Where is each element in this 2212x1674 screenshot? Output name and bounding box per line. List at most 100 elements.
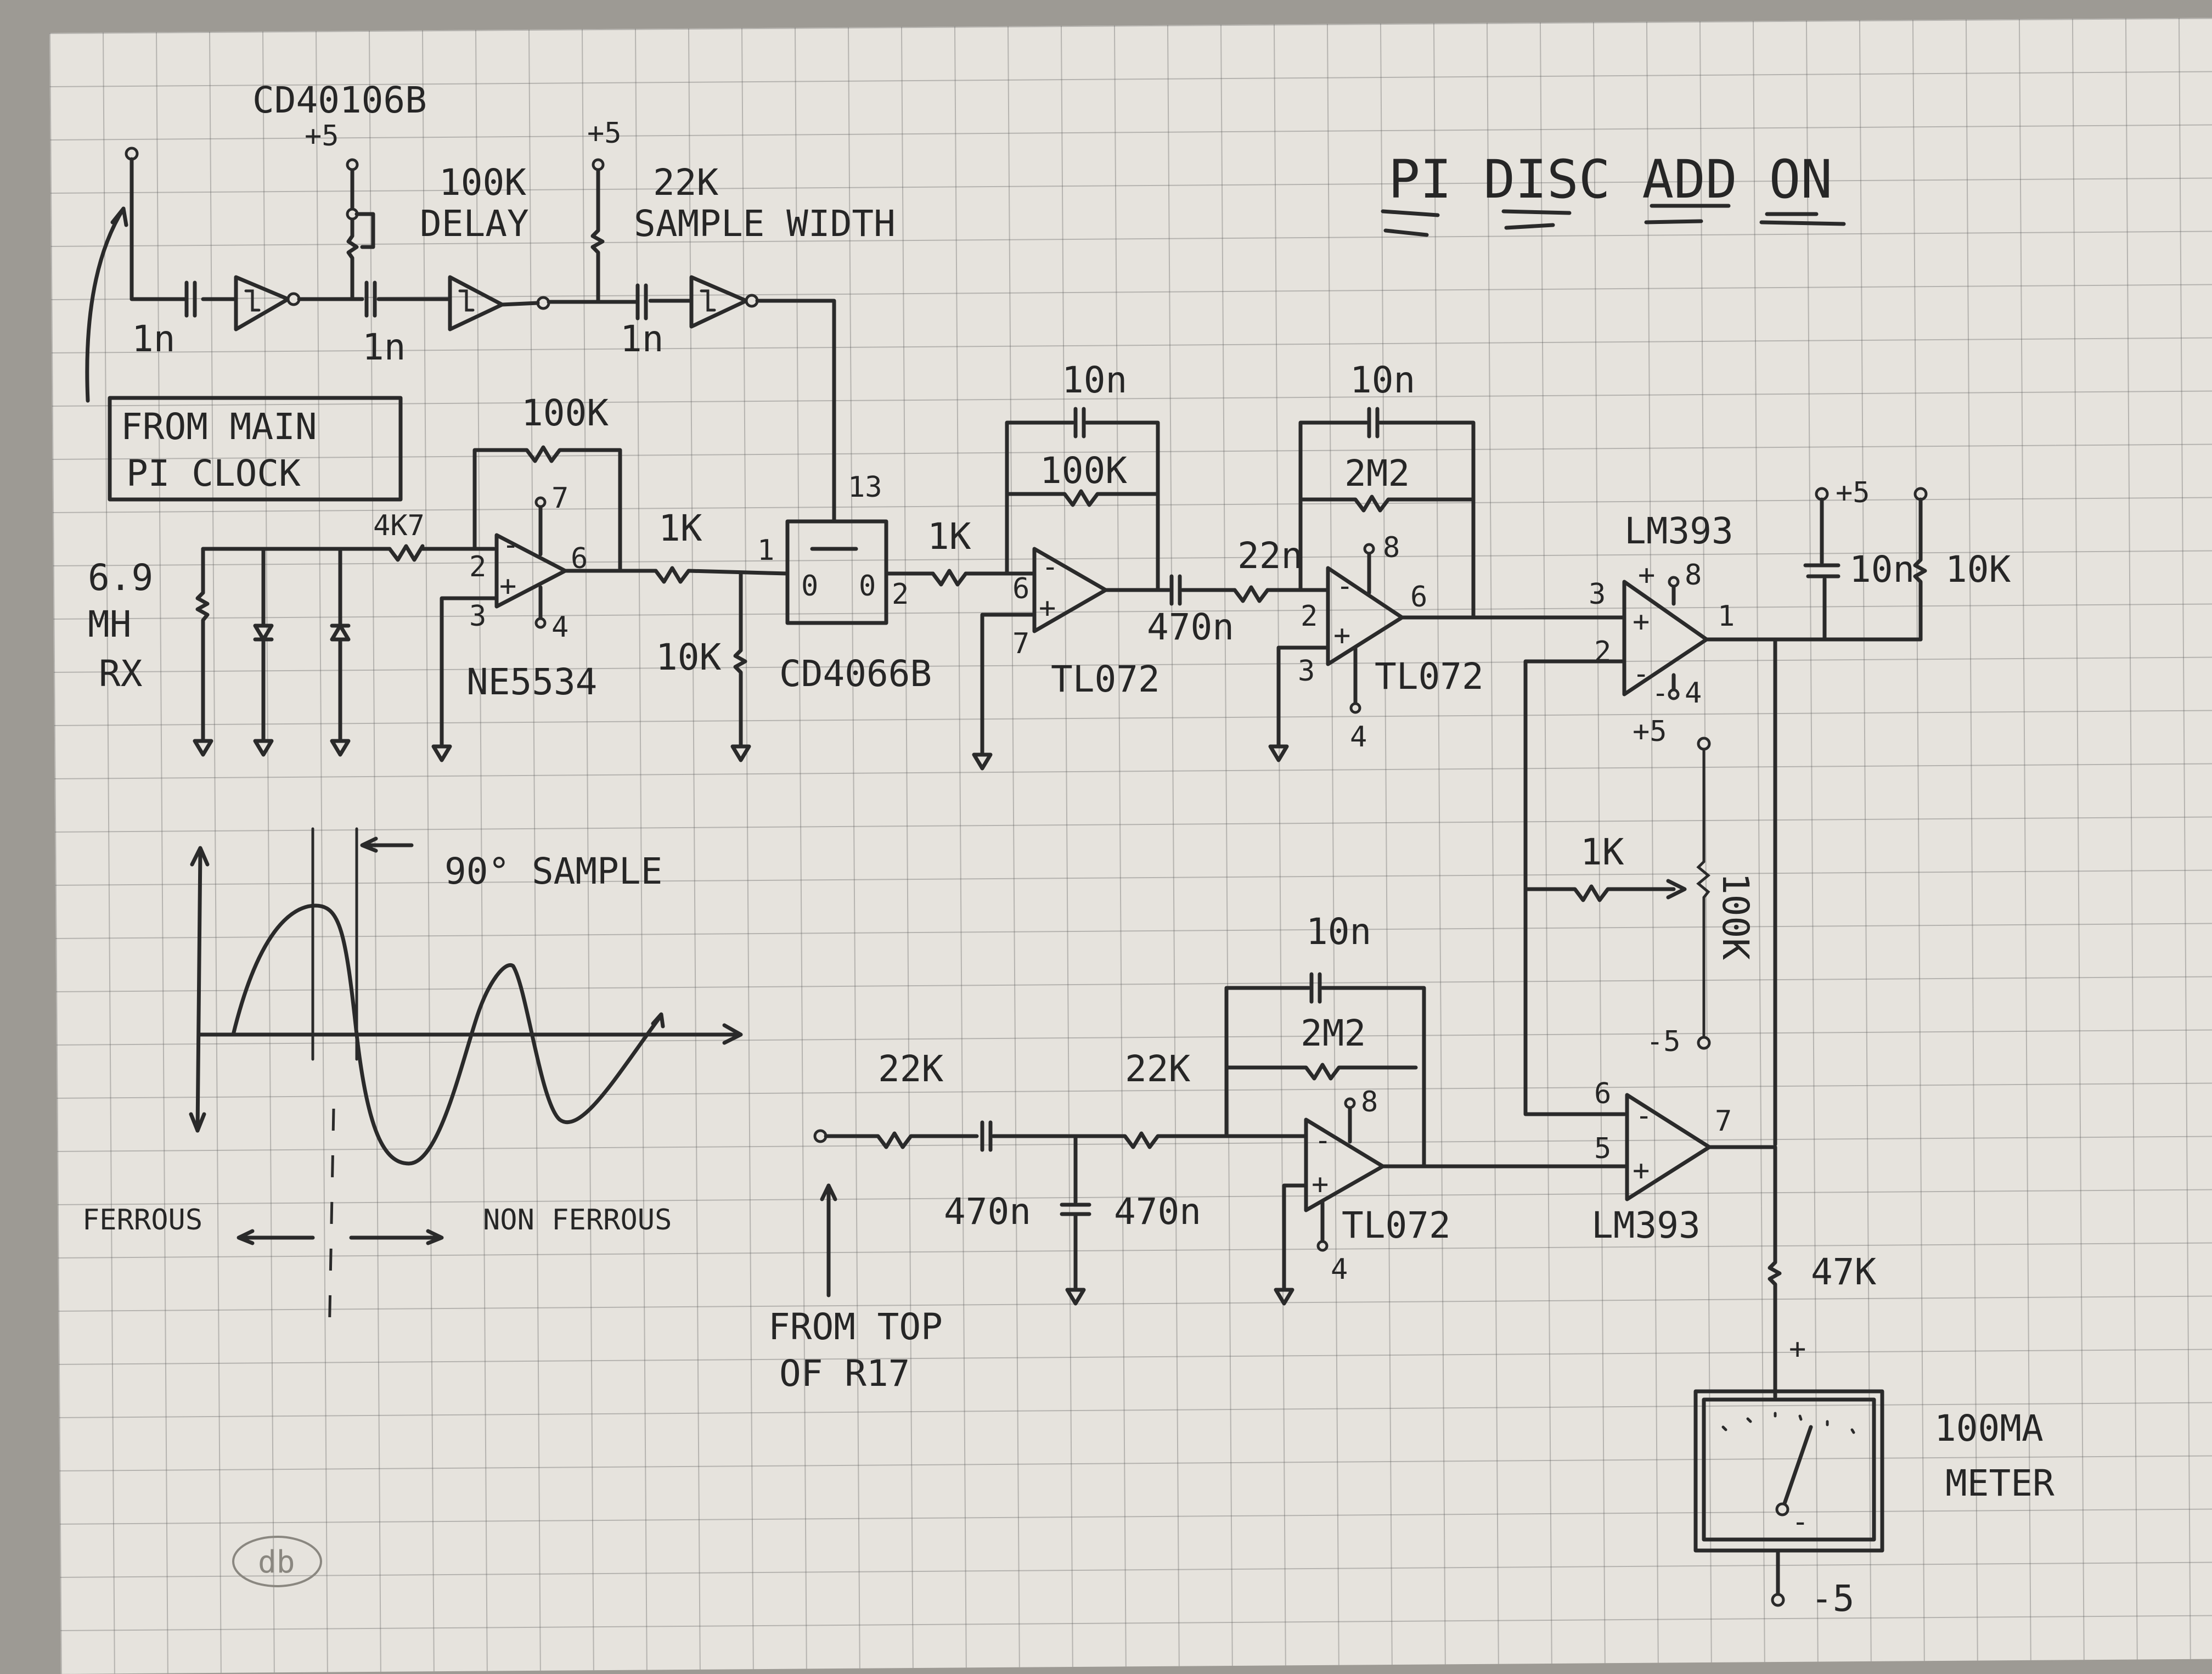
resistor-value-label: 10K <box>656 636 721 678</box>
pin-label: 6 <box>1012 572 1029 605</box>
pin-label: 2 <box>1301 600 1318 633</box>
coil-label: MH <box>88 603 131 645</box>
wire-segment <box>651 1012 665 1029</box>
wire-segment <box>1666 879 1687 900</box>
opamp-tl072-icon <box>1326 566 1404 666</box>
meter-label: METER <box>1945 1462 2055 1504</box>
resistor-value-label: 100K <box>521 392 609 434</box>
coil-label: RX <box>99 653 143 695</box>
wire-segment <box>1644 219 1703 224</box>
wire-segment <box>1668 688 1680 700</box>
cap-value-label: 470n <box>1147 606 1234 648</box>
ground-icon <box>1274 1288 1294 1306</box>
cap-value-label: 470n <box>1114 1190 1201 1233</box>
pin-label: 8 <box>1383 531 1400 564</box>
wire-segment <box>755 299 836 524</box>
ic-label-cd4066b: CD4066B <box>779 653 932 695</box>
wire-segment <box>733 571 747 749</box>
wire-segment <box>458 289 475 312</box>
pin-label: 4 <box>1350 721 1367 754</box>
ic-label-lm393: LM393 <box>1591 1204 1701 1246</box>
waveform-curve <box>231 903 663 1166</box>
pot-value-label: 100K <box>1714 873 1757 960</box>
page-title: PI DISC ADD ON <box>1388 149 1832 210</box>
wire-segment <box>1065 1288 1086 1306</box>
terminal-icon <box>1697 1036 1711 1050</box>
resistor-value-label: 22n <box>1237 535 1303 577</box>
opamp-part-label: NE5534 <box>466 661 597 703</box>
pin-label: 5 <box>1594 1132 1611 1165</box>
wire-segment <box>253 739 274 757</box>
opamp-part-label: TL072 <box>1051 658 1160 700</box>
pin-label: 7 <box>1715 1105 1732 1138</box>
switch-stage: 1K 1 10K 0 0 13 2 CD4066B <box>654 471 935 762</box>
threshold-network: +5 -5 100K 1K <box>1523 715 1757 1058</box>
comparator-1: LM393 3 2 +- + 8 - 4 1 +5 10n 10K <box>1523 476 2011 1147</box>
cap-value-label: 1n <box>362 326 406 368</box>
wire-segment <box>1224 986 1311 1138</box>
wire-segment <box>534 496 547 508</box>
polarity-mark: + <box>1312 1168 1329 1201</box>
capacitor-icon <box>184 280 197 318</box>
pin-label: 2 <box>1594 636 1611 669</box>
comparator-lm393-icon <box>1625 1093 1712 1201</box>
wire-segment <box>448 275 504 332</box>
waveform-sketch: 90° SAMPLE FERROUS NON FERROUS <box>82 827 743 1340</box>
wire-segment <box>1383 228 1429 237</box>
wire-segment <box>1504 223 1555 230</box>
wire-segment <box>85 206 126 403</box>
non-ferrous-label: NON FERROUS <box>483 1204 672 1237</box>
wire-segment <box>189 1112 206 1133</box>
source-label: OF R17 <box>779 1352 910 1395</box>
ground-icon <box>972 752 993 771</box>
ground-icon <box>431 744 452 762</box>
wire-segment <box>1668 576 1680 588</box>
wire-segment <box>1523 884 1676 902</box>
coil-label: 6.9 <box>88 557 153 599</box>
clock-source-box <box>108 396 403 502</box>
wire-segment <box>360 836 378 853</box>
cap-value-label: 1n <box>132 318 175 360</box>
pin-label: 4 <box>551 611 569 644</box>
wire-segment <box>980 613 1037 757</box>
wire-segment <box>426 1229 444 1245</box>
cap-value-label: 10n <box>1350 359 1415 401</box>
resistor-value-label: 10K <box>1945 548 2011 591</box>
signature-mark: db <box>232 1536 322 1587</box>
wire-segment <box>1282 1183 1308 1292</box>
resistor-value-label: 1K <box>658 507 702 549</box>
source-label: FROM TOP <box>768 1306 943 1348</box>
opamp-ne5534-icon <box>494 533 567 609</box>
capacitor-icon <box>980 1120 993 1152</box>
comparator-lm393-icon <box>1622 580 1709 696</box>
wire-segment <box>1005 420 1075 576</box>
polarity-mark: + <box>1039 592 1056 625</box>
ground-icon <box>193 739 213 757</box>
pin-label: 3 <box>469 600 486 633</box>
ground-icon <box>1065 1288 1086 1306</box>
supply-sign: + <box>1638 559 1655 592</box>
integrator-1: 1K 10n 100K -+ 6 7 TL072 470n <box>927 359 1237 771</box>
wire-segment <box>824 1131 979 1149</box>
ground-icon <box>1268 744 1289 762</box>
cap-value-label: 10n <box>1849 548 1915 591</box>
cap-value-label: 10n <box>1062 359 1127 401</box>
wire-segment <box>1005 489 1160 507</box>
supply-label: -5 <box>1811 1577 1854 1620</box>
resistor-value-label: 100K <box>1040 450 1127 492</box>
wire-segment <box>1344 1097 1356 1109</box>
title-block: PI DISC ADD ON <box>1381 149 1846 237</box>
clock-source-label: PI CLOCK <box>126 452 301 495</box>
wire-segment <box>354 212 375 249</box>
wire-segment <box>972 752 993 771</box>
wire-segment <box>190 846 210 867</box>
schmitt-inverter-icon <box>689 275 759 329</box>
pot-function-label: DELAY <box>420 203 529 245</box>
supply-label: +5 <box>305 120 339 153</box>
ammeter-icon <box>1693 1389 1884 1553</box>
capacitor-icon <box>1060 1203 1091 1216</box>
wire-segment <box>1316 1240 1329 1252</box>
opamp-tl072-icon <box>1304 1117 1385 1212</box>
contact-label: 0 <box>859 570 876 603</box>
